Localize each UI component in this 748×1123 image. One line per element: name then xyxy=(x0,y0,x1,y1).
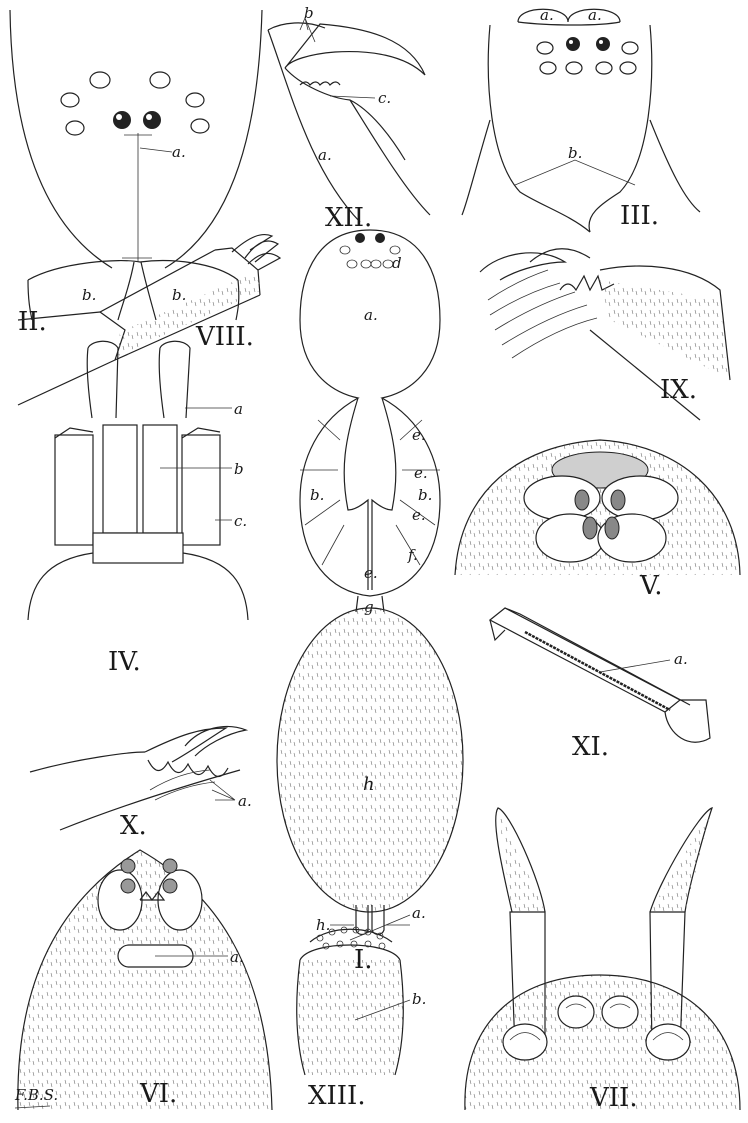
eye-cluster-i xyxy=(340,233,400,268)
label-ii-b-right: b. xyxy=(172,286,186,304)
eye-cluster-iii xyxy=(537,37,638,74)
label-i-e2: e. xyxy=(414,464,428,482)
label-xiii-a: a. xyxy=(412,904,426,922)
figure-viii: VIII. xyxy=(18,235,280,405)
label-iv-a: a xyxy=(234,400,243,418)
label-ii-b-left: b. xyxy=(82,286,96,304)
label-iv-b: b xyxy=(234,460,244,478)
figure-vi: a. VI. xyxy=(18,850,272,1110)
label-i-e1: e. xyxy=(412,426,426,444)
numeral-iii: III. xyxy=(620,201,659,231)
artist-signature: F.B.S. xyxy=(14,1086,58,1104)
label-xiii-b: b. xyxy=(412,990,426,1008)
label-iii-b: b. xyxy=(568,144,582,162)
label-xii-b: b xyxy=(304,4,314,22)
label-i-g: h xyxy=(363,774,375,795)
figure-x: a. X. xyxy=(30,727,252,841)
figure-iv: a b c. IV. xyxy=(28,341,248,677)
numeral-vi: VI. xyxy=(139,1079,177,1109)
label-vi-a: a. xyxy=(230,948,244,966)
label-i-b-left: b. xyxy=(310,486,324,504)
figure-i: d a. b. b. e. e. e. f. e. g h h. I. xyxy=(277,230,463,975)
label-ii-a: a. xyxy=(172,143,186,161)
numeral-vii: VII. xyxy=(589,1083,638,1113)
label-i-b-right: b. xyxy=(418,486,432,504)
numeral-ix: IX. xyxy=(660,375,697,405)
figure-xiii: a. b. XIII. xyxy=(297,904,427,1111)
numeral-xiii: XIII. xyxy=(308,1081,366,1111)
figure-xii: b c. a. XII. xyxy=(268,4,430,233)
label-iii-a-right: a. xyxy=(588,6,602,24)
numeral-x: X. xyxy=(120,811,147,841)
label-xii-c: c. xyxy=(378,89,391,107)
numeral-xii: XII. xyxy=(325,203,372,233)
numeral-xi: XI. xyxy=(572,732,609,762)
figure-v: V. xyxy=(455,440,740,601)
label-i-e4: f. xyxy=(407,546,418,564)
numeral-iv: IV. xyxy=(108,647,141,677)
numeral-ii: II. xyxy=(18,307,47,337)
label-iv-c: c. xyxy=(234,512,247,530)
label-x-a: a. xyxy=(238,792,252,810)
figure-vii: VII. xyxy=(465,808,740,1113)
numeral-v: V. xyxy=(639,571,663,601)
numeral-viii: VIII. xyxy=(195,322,254,352)
eye-cluster-ii xyxy=(61,72,209,135)
label-i-d: e. xyxy=(364,564,378,582)
label-i-e3: e. xyxy=(412,506,426,524)
label-xii-a: a. xyxy=(318,146,332,164)
label-i-c: d xyxy=(392,254,402,272)
figure-ix: IX. xyxy=(480,249,730,420)
label-xi-a: a. xyxy=(674,650,688,668)
label-i-h-left: h. xyxy=(316,916,330,934)
figure-xi: a. XI. xyxy=(490,608,710,762)
label-iii-a-left: a. xyxy=(540,6,554,24)
label-i-a: a. xyxy=(364,306,378,324)
figure-iii: a. a. b. III. xyxy=(462,6,700,232)
